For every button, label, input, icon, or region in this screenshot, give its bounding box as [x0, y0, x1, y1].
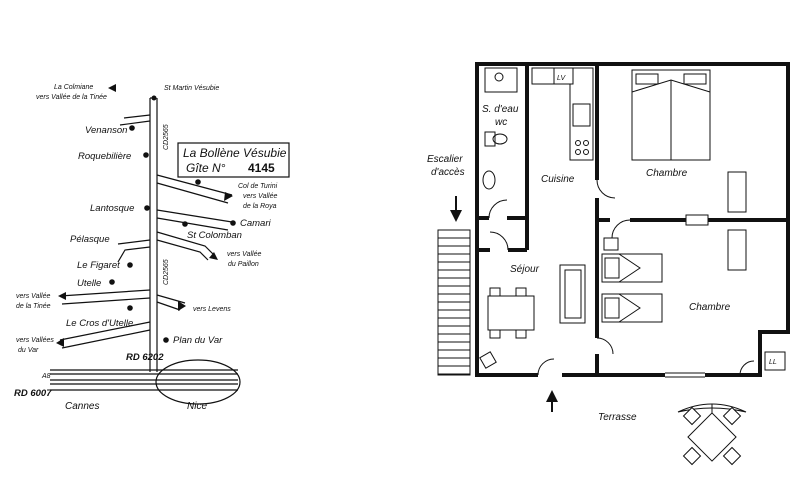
dot-cros-utelle	[127, 305, 133, 311]
label-turini-3: de la Roya	[243, 203, 277, 210]
label-cannes: Cannes	[65, 401, 99, 412]
label-figaret: Le Figaret	[77, 260, 120, 271]
arrow-colmiane-icon	[108, 84, 116, 92]
label-paillon-2: du Paillon	[228, 261, 259, 268]
label-cuisine: Cuisine	[541, 174, 575, 185]
arrow-paillon-icon	[209, 252, 218, 260]
label-sejour: Séjour	[510, 264, 540, 275]
shower	[484, 67, 518, 93]
gite-title-line1: La Bollène Vésubie	[183, 146, 287, 160]
label-camari: Camari	[240, 218, 272, 229]
label-rd6007: RD 6007	[14, 388, 52, 399]
single-bed-2	[601, 293, 663, 323]
label-st-martin: St Martin Vésubie	[164, 85, 219, 92]
label-lv: LV	[557, 75, 567, 82]
label-colmiane-1: La Colmiane	[54, 84, 93, 91]
arrow-levens-icon	[178, 301, 186, 311]
label-chambre-2: Chambre	[689, 302, 731, 313]
gite-number: 4145	[248, 161, 275, 175]
label-cd2565-top: CD2565	[163, 124, 170, 150]
label-plan-du-var: Plan du Var	[173, 335, 223, 346]
label-cd2565-bottom: CD2565	[163, 259, 170, 285]
dot-roquebilliere	[143, 152, 149, 158]
arrow-stairs-icon	[450, 210, 462, 222]
dot-plan-du-var	[163, 337, 169, 343]
arrow-entrance-icon	[546, 390, 558, 402]
label-ll: LL	[769, 359, 777, 366]
arrow-turini-icon	[224, 192, 233, 201]
label-escalier-2: d'accès	[431, 167, 465, 178]
label-lantosque: Lantosque	[90, 203, 134, 214]
label-escalier-1: Escalier	[427, 154, 463, 165]
label-turini-1: Col de Turini	[238, 183, 278, 190]
road-map: CD2565 CD2565 St Martin Vésubie La Colmi…	[14, 84, 290, 412]
dot-utelle	[109, 279, 115, 285]
label-nice: Nice	[187, 401, 207, 412]
dot-figaret	[127, 262, 133, 268]
label-tinee-2: de la Tinée	[16, 303, 51, 310]
single-bed-1	[601, 253, 663, 283]
gite-title-prefix: Gîte N°	[186, 161, 226, 175]
dot-st-martin	[151, 95, 157, 101]
label-st-colomban: St Colomban	[187, 230, 242, 241]
label-venanson: Venanson	[85, 125, 127, 136]
label-paillon-1: vers Vallée	[227, 251, 261, 258]
dot-turini	[195, 179, 201, 185]
label-tinee-1: vers Vallée	[16, 293, 50, 300]
label-a8: A8	[41, 373, 51, 380]
kitchen-counter	[569, 67, 594, 161]
label-var-1: vers Vallées	[16, 337, 54, 344]
gite-title-box	[177, 142, 290, 178]
label-sdeau-1: S. d'eau	[482, 104, 519, 115]
label-chambre-1: Chambre	[646, 168, 688, 179]
arrow-tinee-icon	[58, 292, 66, 300]
dot-camari	[230, 220, 236, 226]
dot-venanson	[129, 125, 135, 131]
stairs	[437, 229, 471, 376]
label-roquebilliere: Roquebilière	[78, 151, 131, 162]
washbasin	[482, 170, 496, 190]
label-levens: vers Levens	[193, 306, 231, 313]
label-pelasque: Pélasque	[70, 234, 110, 245]
wardrobe-2	[727, 229, 747, 271]
dot-st-colomban	[182, 221, 188, 227]
label-terrasse: Terrasse	[598, 412, 637, 423]
label-sdeau-2: wc	[495, 117, 507, 128]
label-turini-2: vers Vallée	[243, 193, 277, 200]
dining-table	[487, 295, 535, 331]
terrace-table	[677, 403, 747, 466]
wardrobe-1	[727, 171, 747, 213]
label-cros-utelle: Le Cros d'Utelle	[66, 318, 133, 329]
label-utelle: Utelle	[77, 278, 101, 289]
label-rd6202: RD 6202	[126, 352, 164, 363]
label-var-2: du Var	[18, 347, 39, 354]
label-colmiane-2: vers Vallée de la Tinée	[36, 94, 107, 101]
dot-lantosque	[144, 205, 150, 211]
arrow-var-icon	[56, 338, 64, 347]
wc	[484, 131, 496, 147]
floor-plan: LV LL	[427, 62, 790, 466]
